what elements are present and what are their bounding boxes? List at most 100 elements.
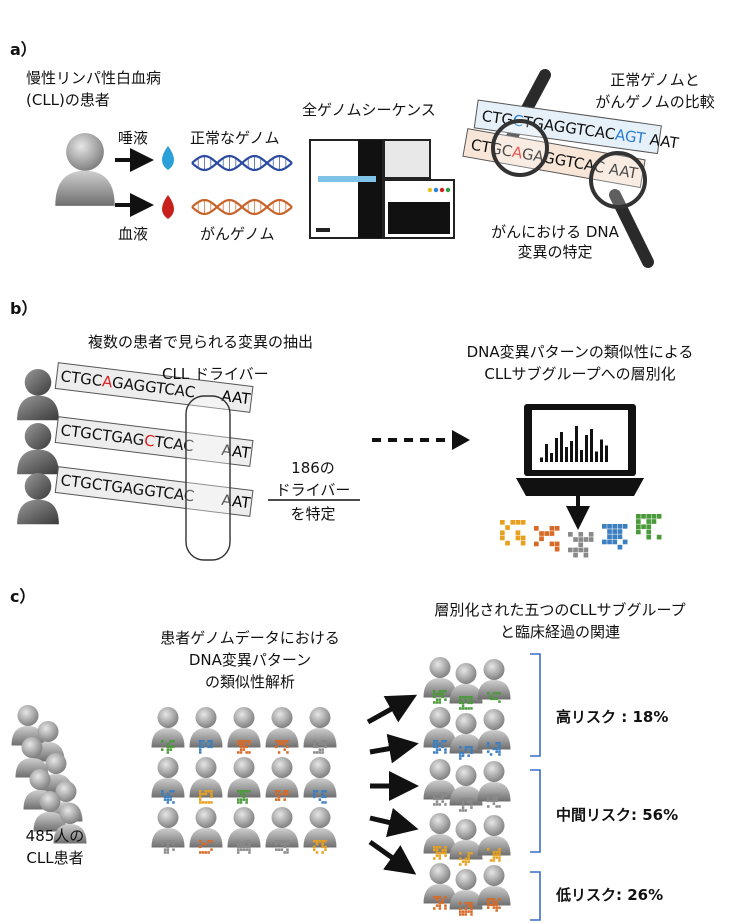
dna-helix-icon bbox=[191, 154, 293, 172]
normal-genome-label: 正常なゲノム bbox=[190, 129, 280, 147]
risk-bracket bbox=[530, 653, 541, 757]
stratify-label-line2: CLLサブグループへの層別化 bbox=[484, 365, 676, 383]
saliva-label: 唾液 bbox=[118, 129, 149, 147]
qr-pattern-icon bbox=[487, 742, 501, 756]
subgroups-label-line2: と臨床経過の関連 bbox=[499, 623, 620, 641]
person-icon bbox=[265, 807, 299, 848]
stratify-label-line1: DNA変異パターンの類似性による bbox=[466, 343, 694, 361]
qr-pattern-icon bbox=[161, 790, 175, 804]
qr-pattern-icon bbox=[500, 520, 526, 546]
qr-pattern-icon bbox=[602, 524, 628, 550]
cohort-label-line1: 485人の bbox=[25, 827, 85, 845]
person-icon bbox=[423, 813, 457, 854]
magnifier-lens bbox=[589, 151, 647, 209]
compare-label-line2: がんゲノムの比較 bbox=[595, 93, 715, 111]
person-icon bbox=[477, 709, 511, 750]
sequencer-icon bbox=[309, 139, 455, 239]
cancer-genome-label: がんゲノム bbox=[200, 225, 275, 243]
qr-pattern-icon bbox=[237, 790, 251, 804]
bar-glyph bbox=[545, 444, 548, 462]
qr-pattern-icon bbox=[161, 740, 175, 754]
dna-helix-icon bbox=[191, 198, 293, 216]
magnifier-lens bbox=[491, 119, 549, 177]
blood-label: 血液 bbox=[118, 225, 149, 243]
risk-intermediate-label: 中間リスク: 56% bbox=[556, 806, 679, 824]
person-icon bbox=[151, 757, 185, 798]
person-icon bbox=[423, 759, 457, 800]
arrow-icon bbox=[368, 839, 417, 875]
bar-glyph bbox=[595, 451, 598, 462]
driver-sequence-end: AAT bbox=[220, 441, 252, 462]
qr-pattern-icon bbox=[433, 740, 447, 754]
risk-high-label: 高リスク : 18% bbox=[556, 708, 669, 726]
person-icon bbox=[477, 761, 511, 802]
person-icon bbox=[423, 863, 457, 904]
risk-low-label: 低リスク: 26% bbox=[556, 886, 664, 904]
qr-pattern-icon bbox=[237, 840, 251, 854]
person-icon bbox=[55, 133, 115, 206]
extract-label: 複数の患者で見られる変異の抽出 bbox=[88, 333, 314, 351]
bar-glyph bbox=[565, 447, 568, 462]
person-icon bbox=[265, 707, 299, 748]
risk-bracket bbox=[530, 769, 541, 853]
qr-pattern-icon bbox=[459, 852, 473, 866]
person-icon bbox=[189, 757, 223, 798]
qr-pattern-icon bbox=[487, 898, 501, 912]
person-icon bbox=[423, 707, 457, 748]
qr-pattern-icon bbox=[487, 692, 501, 703]
cll-driver-label: CLL ドライバー bbox=[162, 365, 269, 383]
person-icon bbox=[423, 657, 457, 698]
qr-pattern-icon bbox=[459, 696, 473, 710]
person-icon bbox=[449, 765, 483, 806]
panel-a-letter: a） bbox=[10, 40, 37, 59]
qr-pattern-icon bbox=[433, 896, 447, 910]
normal-sequence-strip: CTGCTGAGGTCACAGT AAT bbox=[473, 99, 681, 155]
person-icon bbox=[227, 707, 261, 748]
compare-label-line1: 正常ゲノムと bbox=[610, 71, 700, 89]
person-icon bbox=[227, 807, 261, 848]
qr-pattern-icon bbox=[161, 840, 175, 854]
driver-highlight-box bbox=[185, 395, 231, 561]
qr-pattern-icon bbox=[459, 798, 473, 812]
bar-glyph bbox=[550, 453, 553, 462]
bar-glyph bbox=[605, 445, 608, 462]
person-icon bbox=[477, 815, 511, 856]
driver-sequence-text: CTGCTGAGCTCAC bbox=[60, 421, 195, 455]
qr-pattern-icon bbox=[459, 902, 473, 916]
qr-pattern-icon bbox=[199, 740, 213, 754]
qr-pattern-icon bbox=[433, 846, 447, 860]
cohort-label-line2: CLL患者 bbox=[26, 849, 84, 867]
person-icon bbox=[227, 757, 261, 798]
drivers-count-line1: 186の bbox=[291, 459, 335, 477]
qr-pattern-icon bbox=[433, 690, 447, 704]
bar-glyph bbox=[585, 435, 588, 462]
qr-pattern-icon bbox=[275, 790, 289, 801]
qr-pattern-icon bbox=[275, 840, 289, 854]
bar-glyph bbox=[560, 432, 563, 462]
qr-pattern-icon bbox=[199, 840, 213, 854]
drivers-count-line2: ドライバー bbox=[275, 481, 351, 499]
droplet-icon bbox=[162, 146, 174, 170]
person-icon bbox=[189, 807, 223, 848]
patient-label-line2: (CLL)の患者 bbox=[26, 91, 110, 109]
qr-pattern-icon bbox=[199, 790, 213, 804]
wgs-label: 全ゲノムシーケンス bbox=[302, 101, 436, 119]
analysis-label-line3: の類似性解析 bbox=[204, 673, 295, 691]
person-icon bbox=[15, 737, 49, 778]
panel-b-letter: b） bbox=[10, 299, 38, 318]
person-icon bbox=[151, 807, 185, 848]
analysis-label-line2: DNA変異パターン bbox=[188, 651, 312, 669]
qr-pattern-icon bbox=[237, 740, 251, 754]
qr-pattern-icon bbox=[313, 790, 327, 804]
qr-pattern-icon bbox=[459, 746, 473, 760]
arrow-icon bbox=[369, 733, 419, 764]
bar-glyph bbox=[590, 429, 593, 462]
panel-a-graphics: CTGCTGAGGTCACAGT AATCTGCAGAGGTCAC AAT bbox=[55, 69, 681, 268]
qr-pattern-icon bbox=[313, 740, 327, 754]
bar-glyph bbox=[580, 450, 583, 462]
qr-pattern-icon bbox=[487, 848, 501, 862]
patient-label-line1: 慢性リンパ性白血病 bbox=[26, 69, 162, 87]
person-icon bbox=[151, 707, 185, 748]
